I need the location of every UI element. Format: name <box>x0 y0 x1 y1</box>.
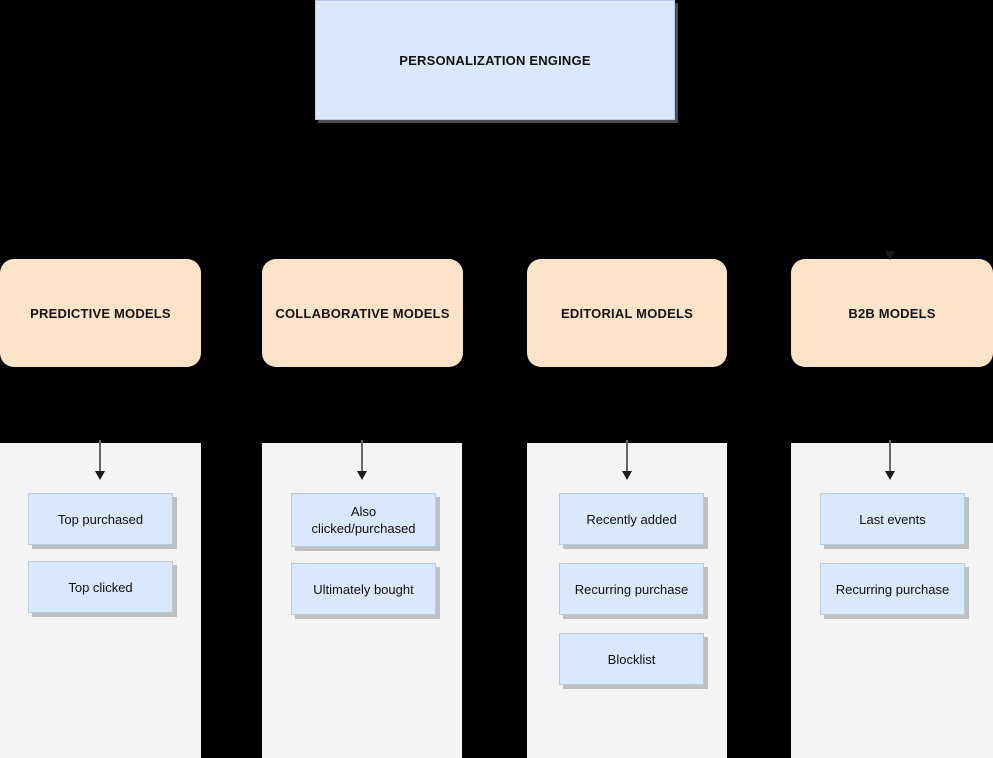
leaf-box-recurring-purchase-b2b[interactable]: Recurring purchase <box>820 563 965 615</box>
model-box-b2b[interactable]: B2B MODELS <box>791 259 993 367</box>
leaf-label-recurring-purchase-editorial: Recurring purchase <box>574 581 689 597</box>
model-label-b2b: B2B MODELS <box>848 305 936 321</box>
model-label-editorial: EDITORIAL MODELS <box>560 305 693 321</box>
model-label-collaborative: COLLABORATIVE MODELS <box>275 305 450 321</box>
model-box-collaborative[interactable]: COLLABORATIVE MODELS <box>262 259 463 367</box>
model-box-editorial[interactable]: EDITORIAL MODELS <box>527 259 727 367</box>
personalization-engine-label: PERSONALIZATION ENGINGE <box>399 52 591 68</box>
leaf-box-top-purchased[interactable]: Top purchased <box>28 493 173 545</box>
leaf-box-recurring-purchase-editorial[interactable]: Recurring purchase <box>559 563 704 615</box>
leaf-label-recurring-purchase-b2b: Recurring purchase <box>835 581 950 597</box>
leaf-box-ultimately-bought[interactable]: Ultimately bought <box>291 563 436 615</box>
leaf-label-blocklist: Blocklist <box>607 651 656 667</box>
leaf-label-last-events: Last events <box>859 511 926 527</box>
model-label-predictive: PREDICTIVE MODELS <box>30 305 171 321</box>
model-box-predictive[interactable]: PREDICTIVE MODELS <box>0 259 201 367</box>
leaf-label-top-purchased: Top purchased <box>57 511 144 527</box>
leaf-box-last-events[interactable]: Last events <box>820 493 965 545</box>
leaf-label-ultimately-bought: Ultimately bought <box>313 581 414 597</box>
leaf-box-recently-added[interactable]: Recently added <box>559 493 704 545</box>
leaf-label-also-clicked-purchased: Also clicked/purchased <box>311 504 416 536</box>
leaf-box-top-clicked[interactable]: Top clicked <box>28 561 173 613</box>
leaf-label-recently-added: Recently added <box>586 511 677 527</box>
leaf-label-top-clicked: Top clicked <box>68 579 133 595</box>
leaf-box-blocklist[interactable]: Blocklist <box>559 633 704 685</box>
personalization-engine-box[interactable]: PERSONALIZATION ENGINGE <box>315 0 675 120</box>
leaf-box-also-clicked-purchased[interactable]: Also clicked/purchased <box>291 493 436 547</box>
